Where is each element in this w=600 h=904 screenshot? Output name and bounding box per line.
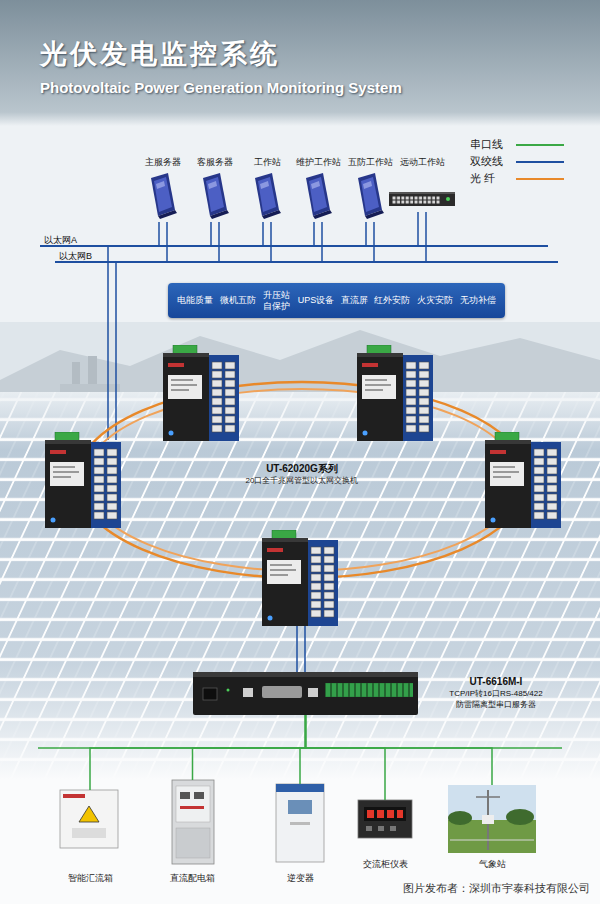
legend-text: 串口线 bbox=[470, 138, 512, 151]
serial-line bbox=[306, 715, 493, 785]
workstation: 工作站 bbox=[242, 157, 292, 222]
twisted-pair-line bbox=[166, 222, 168, 261]
node-label: 智能汇流箱 bbox=[68, 873, 113, 884]
legend-text: 双绞线 bbox=[470, 155, 512, 168]
device-caption: UT-6616M-I bbox=[426, 675, 566, 688]
diagram-title: 光伏发电监控系统 bbox=[40, 38, 280, 70]
serial-line bbox=[300, 715, 306, 784]
server-computer: 客服务器 bbox=[190, 157, 240, 222]
twisted-pair-line bbox=[417, 212, 419, 245]
twisted-pair-line bbox=[313, 222, 315, 245]
twisted-pair-line bbox=[210, 222, 212, 245]
subsystem-item: 升压站 自保护 bbox=[262, 290, 291, 312]
label-slot: UT-62020G系列 bbox=[202, 462, 402, 475]
serial-line bbox=[306, 715, 386, 800]
legend-text: 光 纤 bbox=[470, 172, 512, 185]
node-label: 主服务器 bbox=[145, 157, 181, 168]
twisted-pair-line bbox=[365, 222, 367, 245]
node-label: 气象站 bbox=[479, 859, 506, 870]
subsystem-item: 直流屏 bbox=[341, 295, 368, 306]
subsystem-item: 无功补偿 bbox=[460, 295, 496, 306]
subsystem-item: UPS设备 bbox=[298, 295, 335, 306]
workstation: 五防工作站 bbox=[345, 157, 395, 222]
series-caption: 20口全千兆网管型以太网交换机 bbox=[202, 476, 402, 486]
ethernet-bus: 以太网B bbox=[55, 261, 558, 263]
bus-label: 以太网B bbox=[59, 251, 92, 261]
subsystem-item: 微机五防 bbox=[220, 295, 256, 306]
legend-row: 串口线 bbox=[470, 136, 564, 153]
workstation: 维护工作站 bbox=[293, 157, 343, 222]
label-slot: 20口全千兆网管型以太网交换机 bbox=[202, 476, 402, 486]
legend-row: 双绞线 bbox=[470, 153, 564, 170]
twisted-pair-line bbox=[270, 222, 272, 261]
field-device: 智能汇流箱 bbox=[50, 790, 130, 884]
subsystem-item: 火灾安防 bbox=[417, 295, 453, 306]
legend-swatch bbox=[516, 144, 564, 146]
twisted-pair-line bbox=[218, 222, 220, 261]
legend: 串口线双绞线光 纤 bbox=[470, 136, 564, 187]
node-label: 工作站 bbox=[254, 157, 281, 168]
node-label: 五防工作站 bbox=[348, 157, 393, 168]
field-device: 交流柜仪表 bbox=[355, 800, 415, 870]
label-slot: Photovoltaic Power Generation Monitoring… bbox=[40, 78, 402, 97]
label-holder: 以太网A bbox=[44, 235, 77, 245]
ethernet-bus: 以太网A bbox=[40, 245, 548, 247]
node-label: 维护工作站 bbox=[296, 157, 341, 168]
twisted-pair-line bbox=[425, 212, 427, 261]
subsystem-band: 电能质量微机五防升压站 自保护 UPS设备直流屏红外安防火灾安防无功补偿 bbox=[168, 283, 505, 318]
subsystem-item: 电能质量 bbox=[177, 295, 213, 306]
label-slot: 图片发布者：深圳市宇泰科技有限公司 bbox=[403, 881, 590, 895]
field-device: 直流配电箱 bbox=[165, 780, 220, 884]
rack-workstation: 远动工作站 bbox=[386, 157, 458, 212]
label-holder: 以太网B bbox=[59, 251, 92, 261]
server-computer: 主服务器 bbox=[138, 157, 188, 222]
field-device: 气象站 bbox=[445, 785, 539, 870]
device-caption: 防雷隔离型串口服务器 bbox=[426, 699, 566, 710]
subtitle: Photovoltaic Power Generation Monitoring… bbox=[40, 78, 402, 97]
node-label: 直流配电箱 bbox=[170, 873, 215, 884]
serial-line bbox=[90, 715, 306, 790]
serial-device-server: UT-6616M-ITCP/IP转16口RS-485/422防雷隔离型串口服务器 bbox=[193, 672, 418, 715]
twisted-pair-line bbox=[321, 222, 323, 261]
twisted-pair-line bbox=[158, 222, 160, 245]
legend-row: 光 纤 bbox=[470, 170, 564, 187]
watermark: 图片发布者：深圳市宇泰科技有限公司 bbox=[403, 881, 590, 895]
title-slot: 光伏发电监控系统 bbox=[40, 38, 280, 70]
field-device: 逆变器 bbox=[270, 784, 330, 884]
device-caption: TCP/IP转16口RS-485/422 bbox=[426, 688, 566, 699]
node-label: 远动工作站 bbox=[400, 157, 445, 168]
legend-swatch bbox=[516, 161, 564, 163]
node-label: 交流柜仪表 bbox=[363, 859, 408, 870]
subsystem-item: 红外安防 bbox=[374, 295, 410, 306]
label-holder: UT-6616M-ITCP/IP转16口RS-485/422防雷隔离型串口服务器 bbox=[426, 675, 566, 710]
node-label: 逆变器 bbox=[287, 873, 314, 884]
series-label: UT-62020G系列 bbox=[202, 462, 402, 475]
node-label: 客服务器 bbox=[197, 157, 233, 168]
twisted-pair-line bbox=[373, 222, 375, 261]
bus-label: 以太网A bbox=[44, 235, 77, 245]
twisted-pair-line bbox=[262, 222, 264, 245]
legend-swatch bbox=[516, 178, 564, 180]
serial-line bbox=[193, 715, 306, 780]
